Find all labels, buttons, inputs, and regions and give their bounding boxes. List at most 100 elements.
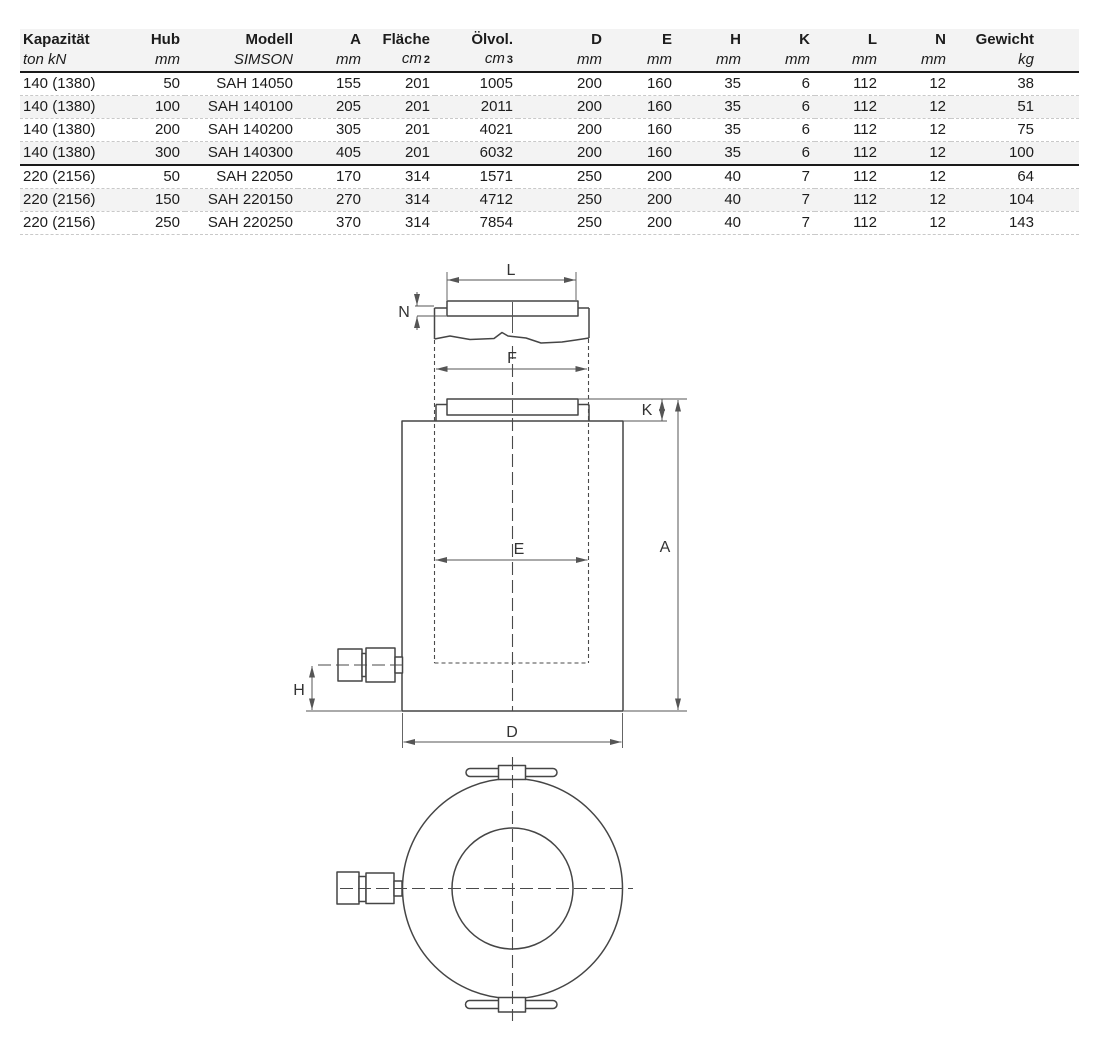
dimension-labels: L N F K E A H D — [293, 262, 670, 741]
cell: 140 (1380) — [20, 141, 135, 166]
column-unit: mm — [518, 50, 607, 73]
cell: 12 — [882, 165, 951, 189]
cell: 35 — [677, 72, 746, 96]
cell: SAH 14050 — [185, 72, 298, 96]
cell: 370 — [298, 211, 366, 235]
cell: 170 — [298, 165, 366, 189]
dim-label-a: A — [660, 539, 671, 556]
cell: 201 — [366, 118, 435, 142]
cell: 250 — [135, 211, 185, 235]
cell: 1571 — [435, 165, 518, 189]
cell: 205 — [298, 95, 366, 119]
cell: 201 — [366, 95, 435, 119]
centerlines — [318, 346, 633, 1021]
cell: 6 — [746, 141, 815, 166]
cell: 405 — [298, 141, 366, 166]
dim-label-f: F — [507, 350, 517, 367]
cell: 40 — [677, 211, 746, 235]
cylinder-side-view — [337, 300, 624, 712]
column-unit: mm — [298, 50, 366, 73]
cell: 12 — [882, 72, 951, 96]
column-unit: mm — [815, 50, 882, 73]
cell: 200 — [518, 118, 607, 142]
cell: 200 — [607, 188, 677, 212]
cell: 4021 — [435, 118, 518, 142]
cell: 201 — [366, 72, 435, 96]
cell: 4712 — [435, 188, 518, 212]
column-label: Gewicht — [951, 29, 1079, 50]
cell: 100 — [951, 141, 1079, 166]
cell: 6032 — [435, 141, 518, 166]
dim-label-d: D — [506, 724, 518, 741]
column-label: A — [298, 29, 366, 50]
column-label: Fläche — [366, 29, 435, 50]
cell: 150 — [135, 188, 185, 212]
cell: 200 — [518, 72, 607, 96]
cell: 7 — [746, 211, 815, 235]
cell: 200 — [518, 95, 607, 119]
cell: 220 (2156) — [20, 165, 135, 189]
column-label: E — [607, 29, 677, 50]
cell: 50 — [135, 165, 185, 189]
cell: 270 — [298, 188, 366, 212]
cell: 75 — [951, 118, 1079, 142]
cell: 35 — [677, 95, 746, 119]
column-label: N — [882, 29, 951, 50]
cell: 250 — [518, 211, 607, 235]
cell: 35 — [677, 118, 746, 142]
cell: 220 (2156) — [20, 211, 135, 235]
column-label: Ölvol. — [435, 29, 518, 50]
cell: SAH 140100 — [185, 95, 298, 119]
column-unit: kg — [951, 50, 1079, 73]
column-unit: mm — [746, 50, 815, 73]
cell: 12 — [882, 95, 951, 119]
cell: 40 — [677, 188, 746, 212]
cell: 6 — [746, 72, 815, 96]
unit-exponent: 2 — [423, 54, 430, 66]
cell: 250 — [518, 165, 607, 189]
column-unit: SIMSON — [185, 50, 298, 73]
cell: 100 — [135, 95, 185, 119]
cell: 143 — [951, 211, 1079, 235]
cell: 200 — [518, 141, 607, 166]
cell: SAH 140300 — [185, 141, 298, 166]
unit-exponent: 3 — [506, 54, 513, 66]
cell: 314 — [366, 211, 435, 235]
cell: 220 (2156) — [20, 188, 135, 212]
cell: 7854 — [435, 211, 518, 235]
cell: 160 — [607, 118, 677, 142]
cell: 200 — [607, 211, 677, 235]
cell: 7 — [746, 188, 815, 212]
cell: 112 — [815, 72, 882, 96]
cell: 140 (1380) — [20, 72, 135, 96]
cell: 12 — [882, 211, 951, 235]
column-label: L — [815, 29, 882, 50]
cell: 112 — [815, 118, 882, 142]
cell: 155 — [298, 72, 366, 96]
cell: 6 — [746, 118, 815, 142]
dimension-lines — [306, 272, 687, 748]
cell: 160 — [607, 141, 677, 166]
cell: 305 — [298, 118, 366, 142]
cell: 50 — [135, 72, 185, 96]
dim-label-n: N — [398, 304, 410, 321]
column-label: Hub — [135, 29, 185, 50]
cell: 40 — [677, 165, 746, 189]
column-label: Modell — [185, 29, 298, 50]
cell: SAH 140200 — [185, 118, 298, 142]
dim-label-h: H — [293, 682, 305, 699]
cell: 300 — [135, 141, 185, 166]
cell: 140 (1380) — [20, 95, 135, 119]
cell: 314 — [366, 188, 435, 212]
cell: 200 — [607, 165, 677, 189]
column-label: K — [746, 29, 815, 50]
